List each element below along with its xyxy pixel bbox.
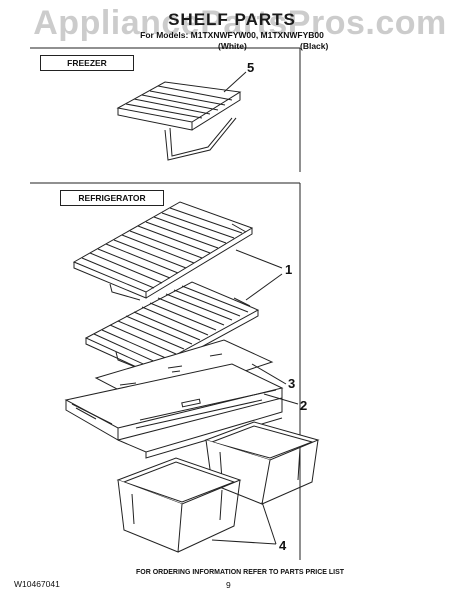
callout-1: 1 (285, 262, 293, 277)
callout-2: 2 (300, 398, 308, 413)
document-number: W10467041 (14, 579, 60, 589)
models-line: For Models: M1TXNWFYW00, M1TXNWFYB00 (140, 30, 324, 40)
upper-wire-shelf (72, 201, 254, 301)
color-black-label: (Black) (300, 41, 329, 51)
watermark-text: AppliancePartsPros.com (33, 4, 447, 42)
refrigerator-section-label: REFRIGERATOR (60, 190, 164, 206)
leader-lines (211, 71, 299, 545)
callout-3: 3 (288, 376, 296, 391)
page-title: SHELF PARTS (168, 10, 296, 29)
leader-3 (251, 363, 287, 385)
leader-4b (211, 539, 277, 545)
callout-4: 4 (279, 538, 287, 553)
leader-5 (223, 71, 247, 93)
callout-5: 5 (247, 60, 255, 75)
leader-4a (261, 501, 277, 545)
color-white-label: (White) (218, 41, 247, 51)
page-number: 9 (226, 580, 231, 590)
ordering-note: FOR ORDERING INFORMATION REFER TO PARTS … (135, 569, 345, 576)
leader-1a (235, 249, 283, 269)
crisper-drawer-right (204, 421, 320, 505)
leader-2 (263, 393, 299, 405)
crisper-cover-frame (64, 363, 284, 441)
lower-wire-shelf (84, 281, 260, 375)
crisper-drawer-left (116, 457, 242, 553)
freezer-wire-shelf (116, 81, 242, 161)
freezer-section-label: FREEZER (40, 55, 134, 71)
leader-1b (245, 273, 283, 301)
